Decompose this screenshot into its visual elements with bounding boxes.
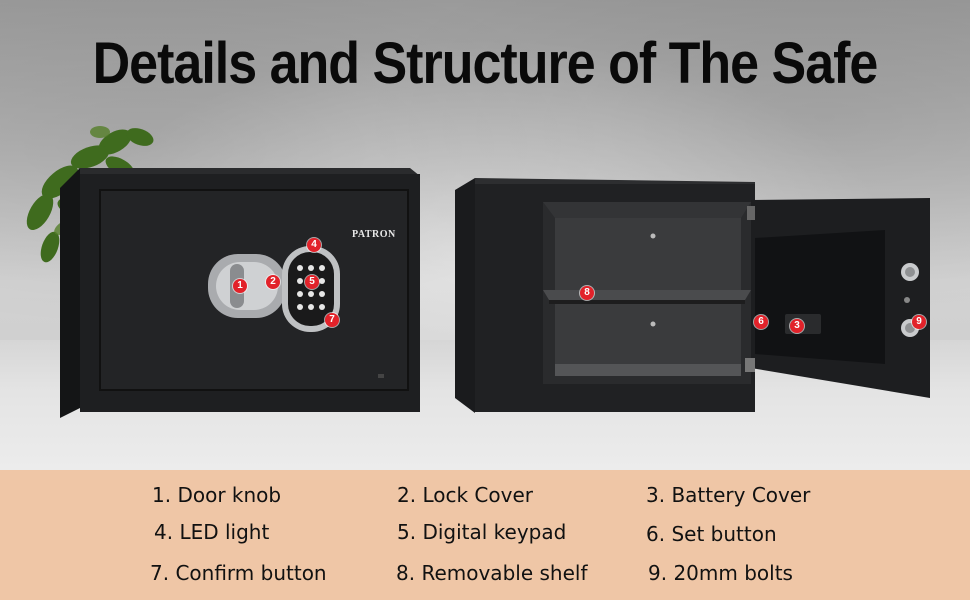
brand-logo: PATRON xyxy=(352,229,396,240)
legend-label: Confirm button xyxy=(175,561,327,585)
callout-3: 3 xyxy=(790,319,804,333)
legend-item-battery-cover: 3. Battery Cover xyxy=(646,483,810,507)
legend-number: 8. xyxy=(396,561,416,585)
page-title: Details and Structure of The Safe xyxy=(92,31,879,97)
legend-item-lock-cover: 2. Lock Cover xyxy=(397,483,533,507)
callout-7: 7 xyxy=(325,313,339,327)
legend-label: Set button xyxy=(671,522,777,546)
callout-1: 1 xyxy=(233,279,247,293)
callout-2: 2 xyxy=(266,275,280,289)
safe-open-view xyxy=(455,178,930,413)
legend-label: 20mm bolts xyxy=(673,561,793,585)
legend-label: Digital keypad xyxy=(422,520,567,544)
callout-4: 4 xyxy=(307,238,321,252)
legend-item-bolts: 9. 20mm bolts xyxy=(648,561,793,585)
legend-label: Battery Cover xyxy=(671,483,811,507)
legend-number: 6. xyxy=(646,522,666,546)
legend-item-removable-shelf: 8. Removable shelf xyxy=(396,561,587,585)
legend-number: 9. xyxy=(648,561,668,585)
legend-label: Removable shelf xyxy=(421,561,588,585)
callout-6: 6 xyxy=(754,315,768,329)
legend-item-digital-keypad: 5. Digital keypad xyxy=(397,520,566,544)
parts-legend: 1. Door knob 2. Lock Cover 3. Battery Co… xyxy=(0,470,970,600)
legend-number: 2. xyxy=(397,483,417,507)
legend-number: 4. xyxy=(154,520,174,544)
legend-item-set-button: 6. Set button xyxy=(646,522,777,546)
safe-front-view xyxy=(60,168,420,418)
legend-item-door-knob: 1. Door knob xyxy=(152,483,281,507)
legend-number: 3. xyxy=(646,483,666,507)
legend-label: LED light xyxy=(179,520,270,544)
callout-5: 5 xyxy=(305,275,319,289)
legend-number: 7. xyxy=(150,561,170,585)
product-photo: Details and Structure of The Safe xyxy=(0,0,970,470)
legend-item-led-light: 4. LED light xyxy=(154,520,269,544)
callout-8: 8 xyxy=(580,286,594,300)
legend-label: Door knob xyxy=(177,483,282,507)
legend-number: 1. xyxy=(152,483,172,507)
legend-item-confirm-button: 7. Confirm button xyxy=(150,561,327,585)
legend-label: Lock Cover xyxy=(422,483,533,507)
legend-number: 5. xyxy=(397,520,417,544)
callout-9: 9 xyxy=(912,315,926,329)
